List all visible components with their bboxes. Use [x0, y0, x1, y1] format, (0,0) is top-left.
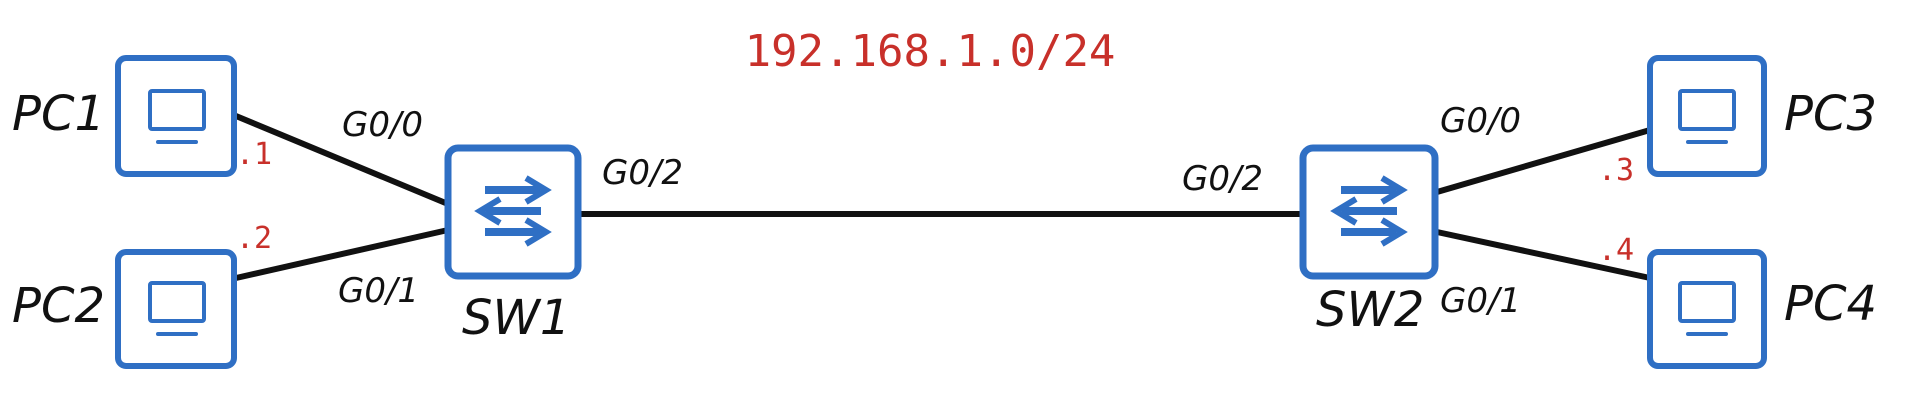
- pc2-device[interactable]: [115, 249, 237, 369]
- pc1-device[interactable]: [115, 55, 237, 177]
- sw2-g0-1-label: G0/1: [1440, 281, 1521, 321]
- pc4-device[interactable]: [1647, 249, 1767, 369]
- pc1-label: PC1: [12, 86, 105, 142]
- sw1-g0-2-label: G0/2: [602, 153, 683, 193]
- sw1-g0-0-label: G0/0: [342, 105, 423, 145]
- sw1-label: SW1: [462, 290, 570, 346]
- monitor-icon: [148, 89, 206, 144]
- monitor-icon: [1678, 89, 1736, 144]
- sw2-g0-0-label: G0/0: [1440, 101, 1521, 141]
- link-sw2-pc4: [1434, 229, 1653, 281]
- pc3-address: .3: [1598, 153, 1634, 188]
- pc4-label: PC4: [1784, 276, 1877, 332]
- pc3-device[interactable]: [1647, 55, 1767, 177]
- link-pc1-sw1: [233, 113, 451, 207]
- pc4-address: .4: [1598, 233, 1634, 268]
- pc3-label: PC3: [1784, 86, 1877, 142]
- monitor-icon: [148, 281, 206, 336]
- pc1-address: .1: [236, 137, 272, 172]
- sw2-label: SW2: [1316, 282, 1424, 338]
- sw2-g0-2-label: G0/2: [1182, 159, 1263, 199]
- links: [233, 113, 1653, 281]
- subnet-label: 192.168.1.0/24: [745, 26, 1116, 77]
- switch-arrows-icon: [474, 175, 552, 247]
- sw2-device[interactable]: [1299, 144, 1439, 280]
- link-sw2-pc3: [1434, 127, 1653, 195]
- sw1-device[interactable]: [444, 144, 582, 280]
- switch-arrows-icon: [1330, 175, 1408, 247]
- sw1-g0-1-label: G0/1: [338, 271, 419, 311]
- pc2-address: .2: [236, 221, 272, 256]
- monitor-icon: [1678, 281, 1736, 336]
- pc2-label: PC2: [12, 278, 105, 334]
- link-pc2-sw1: [233, 227, 451, 281]
